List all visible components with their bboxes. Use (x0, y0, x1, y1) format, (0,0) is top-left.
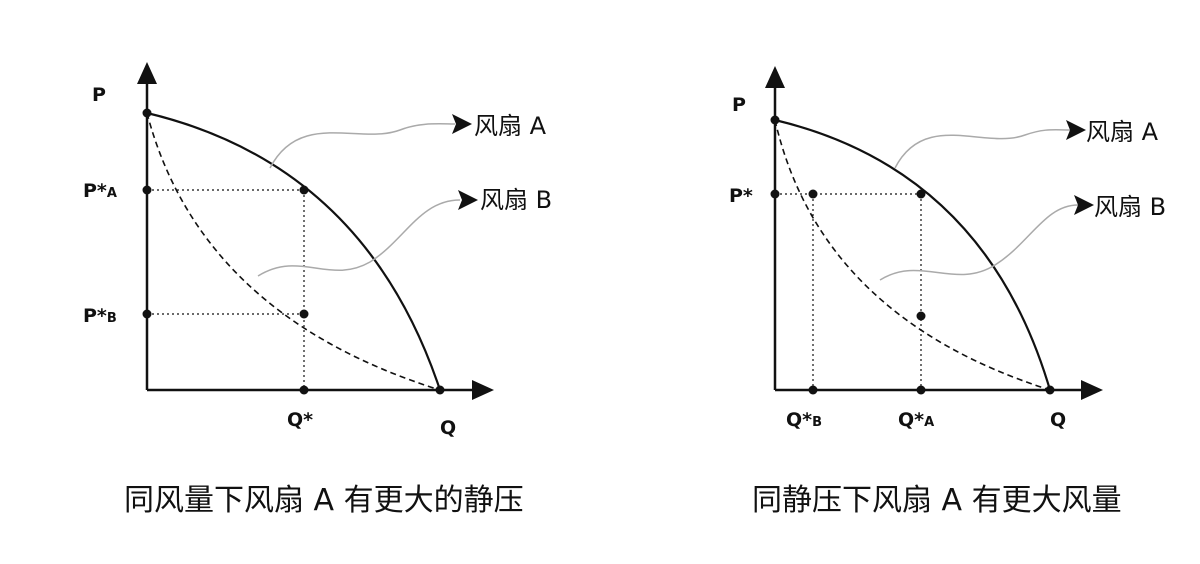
right-fan-a-pointer (894, 128, 1071, 169)
left-q-axis-arrow (472, 380, 494, 400)
left-fan-a-label: 风扇 A (474, 112, 547, 140)
right-fan-b-curve (774, 119, 1051, 391)
right-q-star-a-label: Q*A (898, 409, 934, 431)
left-fan-b-arrow (458, 190, 478, 210)
left-panel: P P*A P*B Q* Q 风扇 A 风扇 B 同风量下风扇 A 有更大的静压 (83, 62, 552, 518)
right-fan-a-curve (774, 118, 1052, 391)
right-dot-qa (916, 385, 926, 395)
left-p-star-b-label: P*B (83, 305, 117, 327)
left-dot-q-end (435, 385, 445, 395)
right-dot-p (770, 189, 780, 199)
right-axis-q-label: Q (1050, 409, 1066, 431)
left-dot-fan-a (299, 185, 309, 195)
left-dot-q (299, 385, 309, 395)
right-fan-b-pointer (879, 204, 1079, 281)
right-panel: P P* Q*B Q*A Q 风扇 A 风扇 B 同静压下风扇 A 有更大风量 (729, 66, 1166, 518)
right-dot-fan-b (808, 189, 818, 199)
right-fan-b-label: 风扇 B (1094, 193, 1166, 221)
right-p-star-label: P* (729, 185, 753, 207)
left-fan-a-arrow (452, 114, 472, 134)
left-q-star-label: Q* (287, 409, 313, 431)
left-axis-q-label: Q (440, 417, 456, 439)
right-q-axis-arrow (1081, 380, 1103, 400)
left-dot-pb (142, 309, 152, 319)
left-fan-b-label: 风扇 B (480, 186, 552, 214)
right-axis-p-label: P (732, 94, 746, 116)
right-dot-qb (808, 385, 818, 395)
left-fan-a-pointer (269, 123, 456, 169)
left-axis-p-label: P (92, 84, 106, 106)
right-fan-a-label: 风扇 A (1086, 118, 1159, 146)
left-p-axis-arrow (137, 62, 157, 84)
left-caption: 同风量下风扇 A 有更大的静压 (124, 483, 524, 518)
left-dot-fan-b (299, 309, 309, 319)
right-dot-fan-b-at-qa (916, 311, 926, 321)
right-dot-fan-a (916, 189, 926, 199)
right-dot-q-end (1045, 385, 1055, 395)
left-fan-b-pointer (257, 199, 461, 277)
right-q-star-b-label: Q*B (786, 409, 822, 431)
right-fan-a-arrow (1066, 120, 1086, 140)
right-dot-origin-p (770, 115, 780, 125)
left-dot-origin-p (142, 108, 152, 118)
left-dot-pa (142, 185, 152, 195)
left-p-star-a-label: P*A (83, 180, 117, 202)
left-fan-b-curve (146, 112, 441, 391)
right-fan-b-arrow (1074, 195, 1094, 215)
right-p-axis-arrow (765, 66, 785, 88)
left-fan-a-curve (146, 111, 442, 391)
right-caption: 同静压下风扇 A 有更大风量 (752, 483, 1122, 518)
